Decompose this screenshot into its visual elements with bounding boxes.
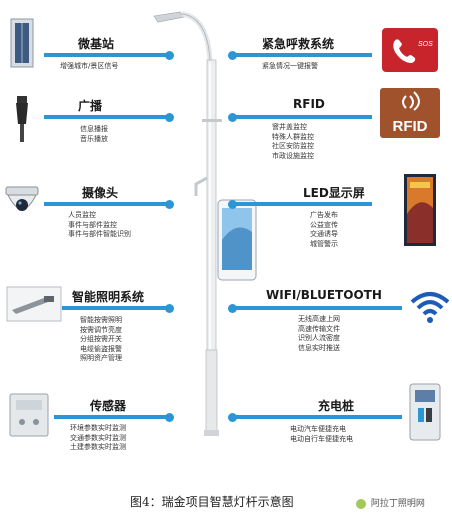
description-line: 交通诱导 <box>310 230 338 238</box>
connector-bar <box>62 306 169 310</box>
description-line: 人员监控 <box>68 211 96 219</box>
connector-bar <box>44 53 169 57</box>
description-line: 土建参数实时监测 <box>70 443 126 451</box>
connector-bar <box>54 415 169 419</box>
charging-pile-icon <box>409 383 441 441</box>
description-line: 按需调节亮度 <box>80 325 122 334</box>
rfid-icon: RFID <box>380 88 440 138</box>
description-line: 信息实时推送 <box>298 343 340 352</box>
connector-bar <box>232 415 402 419</box>
watermark-text: 阿拉丁照明网 <box>370 499 425 509</box>
item-description: 人员监控 事件与部件监控 事件与部件智能识别 <box>68 211 131 240</box>
description-line: 电动自行车便捷充电 <box>290 434 353 443</box>
description-line: 窨井盖监控 <box>272 123 307 131</box>
connector-dot <box>165 303 174 313</box>
light-fixture-icon <box>6 286 62 322</box>
item-description: 智能按需照明 按需调节亮度 分组按需开关 电缆偷盗报警 照明资产管理 <box>80 316 122 364</box>
description-line: 智能按需照明 <box>80 316 122 324</box>
wifi-icon <box>410 292 450 323</box>
description-line: 高速传输文件 <box>298 324 340 333</box>
description-line: 信息播报 <box>80 125 108 133</box>
connector-bar <box>44 115 169 119</box>
description-line: 紧急情况一键报警 <box>262 62 318 70</box>
rfid-label: RFID <box>393 118 428 135</box>
description-line: 电动汽车便捷充电 <box>290 425 346 433</box>
description-line: 无线高速上网 <box>298 315 340 323</box>
figure-caption: 图4：瑞金项目智慧灯杆示意图 <box>130 495 294 509</box>
description-line: 分组按需开关 <box>80 335 122 343</box>
item-description: 窨井盖监控 特殊人群监控 社区安防监控 市政设施监控 <box>272 123 314 161</box>
sos-phone-icon: SOS <box>382 28 438 72</box>
item-description: 广告发布 公益宣传 交通诱导 城管警示 <box>310 211 338 249</box>
watermark-logo-icon <box>356 498 366 509</box>
connector-bar <box>232 115 372 119</box>
item-description: 信息播报 音乐播放 <box>80 125 108 144</box>
item-title: 紧急呼救系统 <box>262 37 335 51</box>
connector-dot <box>165 412 174 422</box>
description-line: 事件与部件监控 <box>68 220 117 229</box>
description-line: 公益宣传 <box>310 220 338 229</box>
description-line: 城管警示 <box>310 239 338 248</box>
dome-camera-icon <box>5 186 39 211</box>
description-line: 照明资产管理 <box>80 354 122 362</box>
item-title: 广播 <box>78 99 103 113</box>
sos-label: SOS <box>418 41 433 48</box>
led-screen-icon <box>404 174 436 246</box>
connector-bar <box>44 202 169 206</box>
item-description: 增强城市/景区信号 <box>60 62 118 72</box>
item-title: 智能照明系统 <box>72 290 145 304</box>
item-title: 微基站 <box>78 37 115 51</box>
description-line: 交通参数实时监测 <box>70 433 126 442</box>
item-description: 紧急情况一键报警 <box>262 62 318 72</box>
smart-pole-illustration <box>153 11 257 436</box>
description-line: 特殊人群监控 <box>272 132 314 141</box>
connector-dot <box>165 50 174 60</box>
item-title: LED显示屏 <box>303 186 365 200</box>
micro-base-station-icon <box>10 18 34 68</box>
description-line: 音乐播放 <box>80 134 108 143</box>
speaker-icon <box>16 96 28 142</box>
connector-dot <box>165 112 174 122</box>
connector-bar <box>232 306 402 310</box>
description-line: 环境参数实时监测 <box>70 424 126 432</box>
connector-dot <box>165 199 174 209</box>
item-title: WIFI/BLUETOOTH <box>266 288 382 302</box>
connector-bar <box>232 202 372 206</box>
description-line: 广告发布 <box>310 211 338 219</box>
item-title: 传感器 <box>90 399 127 413</box>
connector-bar <box>232 53 372 57</box>
item-title: 充电桩 <box>318 399 355 413</box>
item-title: 摄像头 <box>82 186 119 200</box>
watermark: 阿拉丁照明网 <box>356 496 425 509</box>
description-line: 增强城市/景区信号 <box>60 62 119 70</box>
description-line: 识别人流密度 <box>298 334 340 342</box>
item-description: 无线高速上网 高速传输文件 识别人流密度 信息实时推送 <box>298 315 340 353</box>
description-line: 社区安防监控 <box>272 142 314 150</box>
sensor-box-icon <box>9 393 49 437</box>
item-description: 环境参数实时监测 交通参数实时监测 土建参数实时监测 <box>70 424 126 453</box>
description-line: 事件与部件智能识别 <box>68 230 131 238</box>
description-line: 电缆偷盗报警 <box>80 344 122 353</box>
item-description: 电动汽车便捷充电 电动自行车便捷充电 <box>290 425 353 444</box>
item-title: RFID <box>293 97 325 111</box>
description-line: 市政设施监控 <box>272 151 314 160</box>
